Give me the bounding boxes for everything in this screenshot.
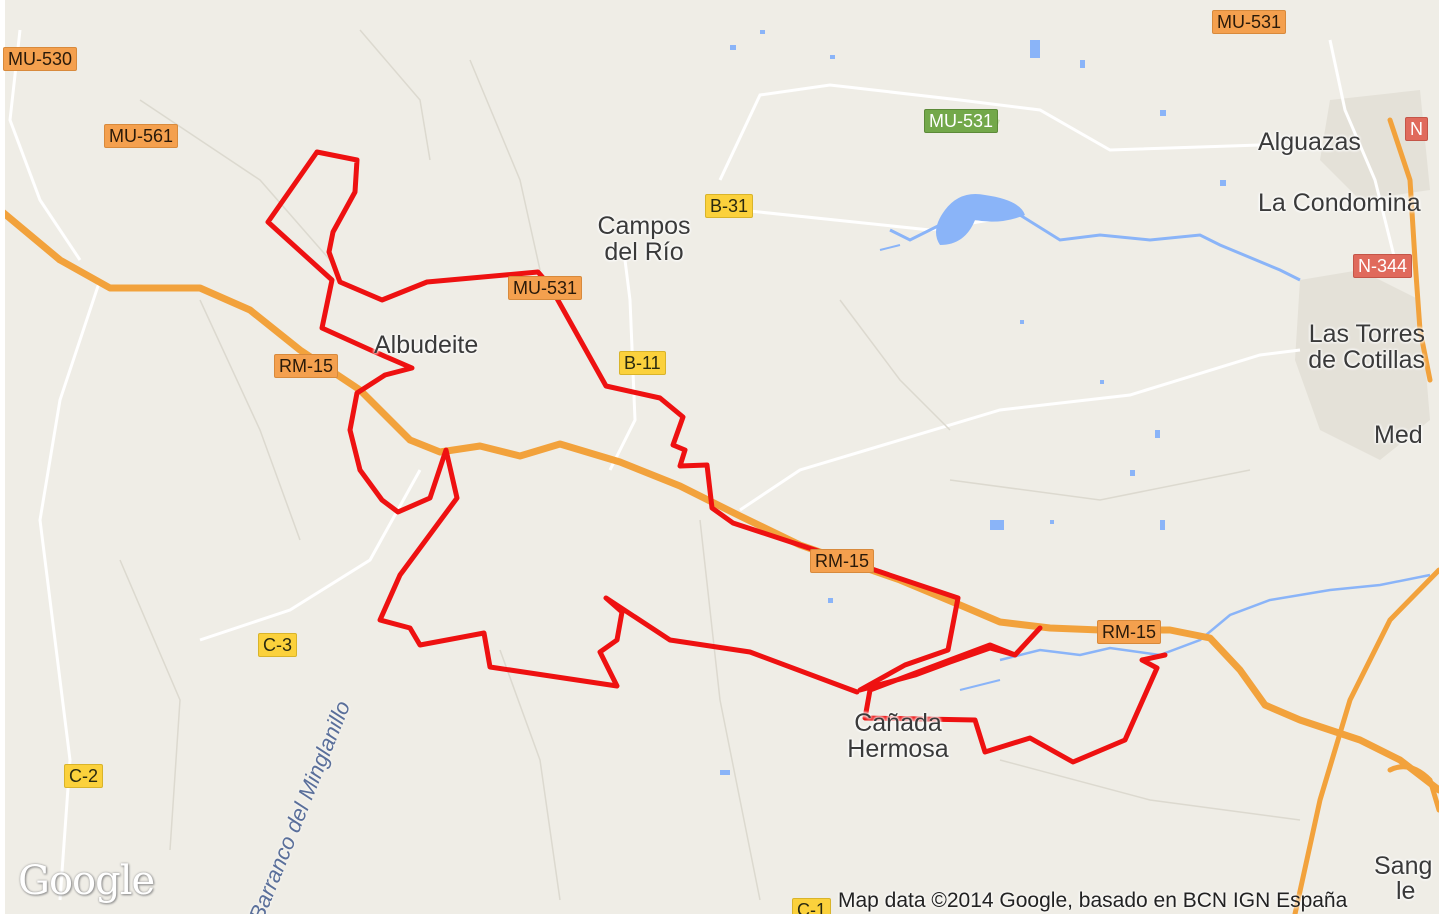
place-label-le: le	[1396, 877, 1416, 905]
road-shield-n: N	[1405, 117, 1428, 141]
place-label-canada-line1: Cañada	[854, 709, 942, 737]
road-shield-rm15-mid: RM-15	[810, 549, 875, 573]
place-label-campos-line1: Campos	[597, 212, 691, 240]
road-shield-mu531-green: MU-531	[924, 109, 999, 133]
highways	[0, 117, 1439, 914]
place-label-torres-line1: Las Torres	[1308, 320, 1425, 348]
place-label-la-condomina: La Condomina	[1258, 189, 1421, 217]
map-attribution[interactable]: Map data ©2014 Google, basado en BCN IGN…	[838, 889, 1348, 912]
road-shield-c1: C-1	[792, 898, 832, 914]
place-label-canada-line2: Hermosa	[847, 735, 949, 763]
urban-area-torres	[1295, 270, 1430, 460]
road-shield-rm15-right: RM-15	[1097, 620, 1162, 644]
road-shield-mu561: MU-561	[104, 124, 179, 148]
tracks	[119, 29, 1301, 901]
highway-ramp	[1387, 764, 1439, 813]
road-shield-n344: N-344	[1353, 254, 1413, 278]
road-shield-c2: C-2	[64, 764, 104, 788]
google-logo[interactable]: Google	[18, 858, 155, 904]
left-border	[0, 0, 5, 914]
place-label-las-torres: Las Torres de Cotillas	[1285, 321, 1425, 373]
highway-south	[1292, 567, 1439, 914]
place-label-sang: Sang	[1374, 852, 1433, 880]
highway-n344	[1387, 117, 1433, 383]
place-label-campos-del-rio: Campos del Río	[590, 213, 698, 265]
highway-rm15	[0, 206, 1439, 794]
place-label-albudeite: Albudeite	[374, 331, 479, 359]
place-label-torres-line2: de Cotillas	[1308, 346, 1425, 374]
reservoir	[936, 194, 1025, 245]
road-shield-mu531-mid: MU-531	[508, 276, 583, 300]
road-shield-mu531-top: MU-531	[1212, 10, 1287, 34]
road-shield-rm15-left: RM-15	[274, 354, 339, 378]
route-track	[265, 149, 1168, 765]
road-shield-mu530: MU-530	[3, 47, 78, 71]
ponds	[720, 30, 1226, 775]
road-shield-b31: B-31	[705, 194, 754, 218]
place-label-canada-hermosa: Cañada Hermosa	[838, 710, 958, 762]
place-label-med: Med	[1374, 421, 1423, 449]
place-label-campos-line2: del Río	[604, 238, 684, 266]
place-label-alguazas: Alguazas	[1258, 128, 1361, 156]
road-shield-c3: C-3	[258, 633, 298, 657]
road-shield-b11: B-11	[619, 351, 666, 375]
